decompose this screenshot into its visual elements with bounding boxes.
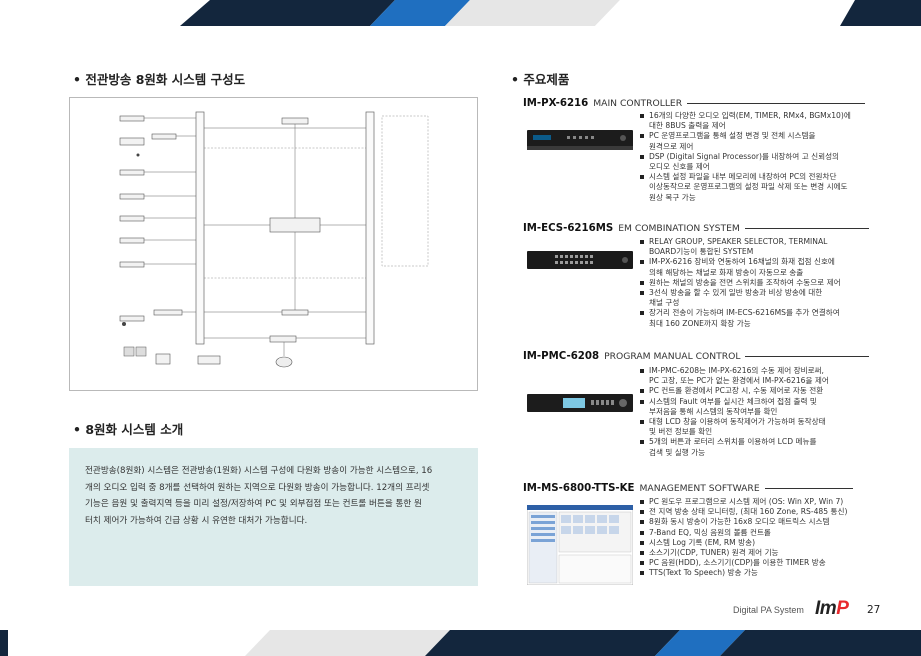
feature-item: 소스기기(CDP, TUNER) 원격 제어 기능	[640, 548, 880, 558]
product-heading: IM-PMC-6208 PROGRAM MANUAL CONTROL	[523, 349, 870, 363]
product-desc: MANAGEMENT SOFTWARE	[639, 482, 760, 494]
footer-band	[0, 630, 921, 656]
feature-list: PC 원도우 프로그램으로 시스템 제어 (OS: Win XP, Win 7)…	[640, 497, 880, 579]
brand-logo: ImP	[815, 598, 849, 619]
intro-line: 전관방송(8원화) 시스템은 전관방송(1원화) 시스템 구성에 다원화 방송이…	[85, 466, 433, 476]
diagram-section-title: • 전관방송 8원화 시스템 구성도	[73, 72, 246, 87]
feature-item: DSP (Digital Signal Processor)를 내장하여 고 신…	[640, 152, 880, 172]
products-section-title: • 주요제품	[511, 72, 570, 87]
product-image-program-manual-control	[527, 394, 633, 412]
intro-line: 기능은 음원 및 출력지역 등을 미리 설정/저장하여 PC 및 외부접점 또는…	[85, 499, 422, 510]
feature-item: 원하는 채널의 방송을 전면 스위치를 조작하여 수동으로 제어	[640, 278, 880, 288]
feature-item: 8원화 동시 방송이 가능한 16x8 오디오 매트릭스 시스템	[640, 517, 880, 527]
header-band	[0, 0, 921, 26]
product-desc: EM COMBINATION SYSTEM	[618, 222, 740, 234]
product-desc: PROGRAM MANUAL CONTROL	[604, 350, 741, 362]
product-image-main-controller	[527, 130, 633, 150]
heading-rule	[687, 102, 866, 104]
product-heading: IM-ECS-6216MS EM COMBINATION SYSTEM	[523, 221, 869, 235]
heading-rule	[764, 487, 853, 489]
product-model: IM-ECS-6216MS	[523, 222, 614, 234]
intro-line: 터치 제어가 가능하여 긴급 상황 시 유연한 대처가 가능합니다.	[85, 515, 308, 526]
feature-item: 시스템 Log 기록 (EM, RM 방송)	[640, 538, 880, 548]
product-desc: MAIN CONTROLLER	[593, 97, 683, 109]
system-diagram-drawing	[119, 111, 429, 368]
feature-item: PC 원도우 프로그램으로 시스템 제어 (OS: Win XP, Win 7)	[640, 497, 880, 507]
feature-item: 전 지역 방송 상태 모니터링, (최대 160 Zone, RS-485 통신…	[640, 507, 880, 517]
feature-list: IM-PMC-6208는 IM-PX-6216의 수동 제어 장비로써,PC 고…	[640, 366, 880, 458]
feature-item: TTS(Text To Speech) 방송 가능	[640, 568, 880, 578]
intro-line: 개의 오디오 입력 중 8개를 선택하여 원하는 지역으로 다원화 방송이 가능…	[85, 482, 430, 493]
product-image-management-software	[527, 505, 633, 585]
feature-item: 7-Band EQ, 믹싱 음원의 볼륨 컨트롤	[640, 528, 880, 538]
product-model: IM-PMC-6208	[523, 350, 600, 362]
feature-item: PC 음원(HDD), 소스기기(CDP)를 이용한 TIMER 방송	[640, 558, 880, 568]
intro-text: 전관방송(8원화) 시스템은 전관방송(1원화) 시스템 구성에 다원화 방송이…	[85, 463, 468, 529]
feature-item: IM-PMC-6208는 IM-PX-6216의 수동 제어 장비로써,PC 고…	[640, 366, 880, 386]
footer-label: Digital PA System	[733, 605, 804, 615]
system-diagram	[69, 97, 478, 391]
product-model: IM-MS-6800-TTS-KE	[523, 482, 635, 494]
feature-item: 16개의 다양한 오디오 입력(EM, TIMER, RMx4, BGMx10)…	[640, 111, 880, 131]
heading-rule	[745, 355, 870, 357]
product-model: IM-PX-6216	[523, 97, 589, 109]
intro-box: 전관방송(8원화) 시스템은 전관방송(1원화) 시스템 구성에 다원화 방송이…	[69, 448, 478, 586]
product-heading: IM-PX-6216 MAIN CONTROLLER	[523, 96, 866, 110]
feature-item: PC 컨트롤 환경에서 PC고장 시, 수동 제어로 자동 전환	[640, 386, 880, 396]
feature-list: 16개의 다양한 오디오 입력(EM, TIMER, RMx4, BGMx10)…	[640, 111, 880, 203]
product-image-em-combination	[527, 251, 633, 269]
product-heading: IM-MS-6800-TTS-KE MANAGEMENT SOFTWARE	[523, 481, 853, 495]
page-number: 27	[867, 604, 881, 616]
intro-section-title: • 8원화 시스템 소개	[73, 422, 184, 437]
heading-rule	[744, 227, 869, 229]
